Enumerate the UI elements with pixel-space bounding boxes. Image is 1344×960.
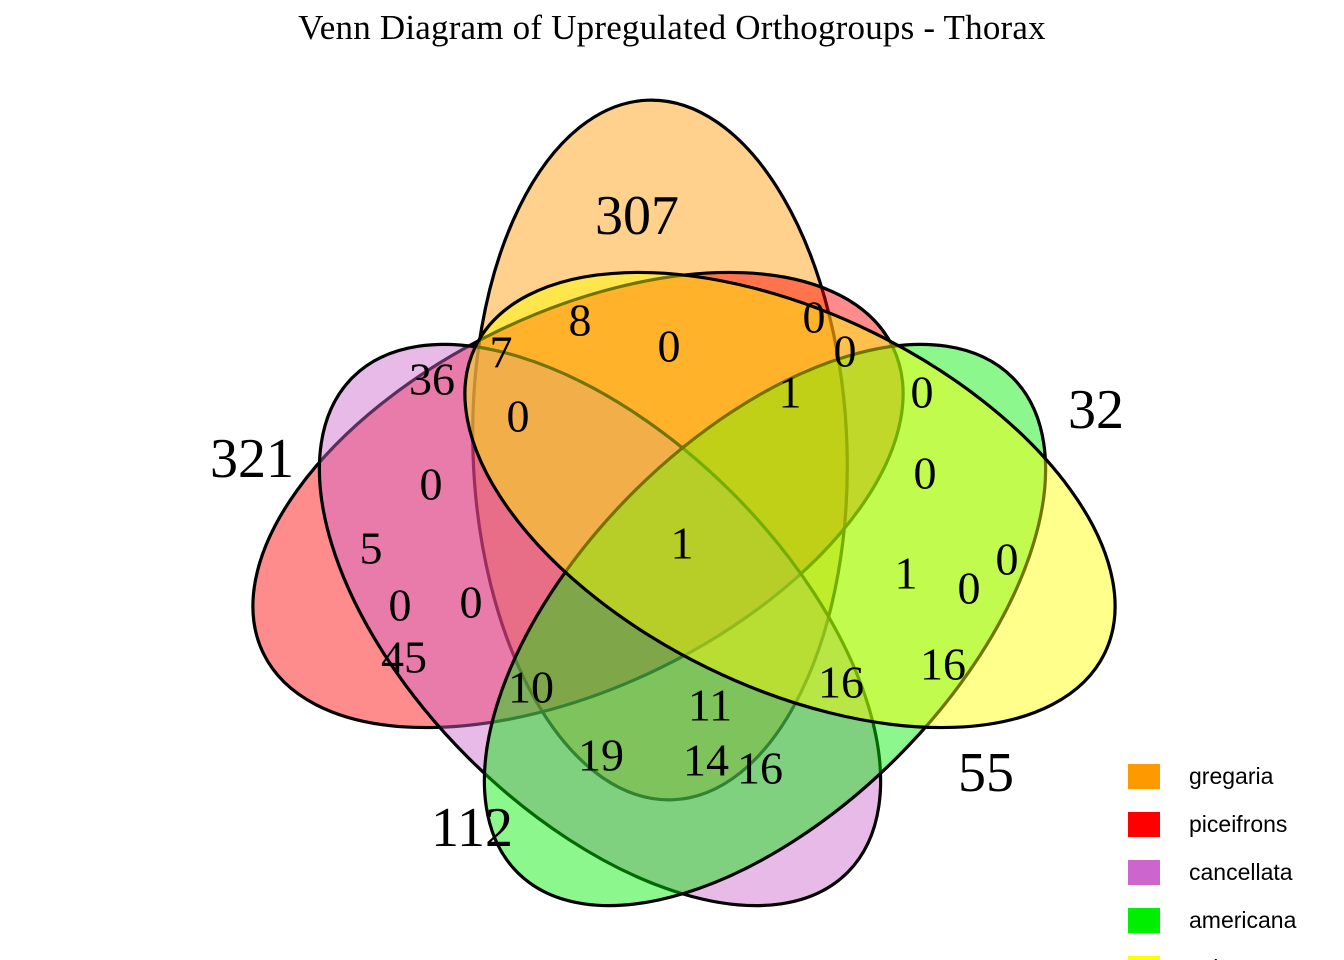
venn-set-shapes [251,98,1117,908]
legend-swatch-gregaria [1128,763,1160,789]
legend-label-cubense: cubense [1189,955,1276,960]
venn-region-count: 7 [490,327,513,378]
venn-region-count: 55 [958,742,1014,804]
venn-region-count: 45 [381,632,427,683]
venn-region-count: 0 [803,292,826,343]
legend-item-gregaria[interactable]: gregaria [1128,752,1344,800]
legend-label-gregaria: gregaria [1189,762,1274,789]
venn-region-count: 14 [683,735,729,786]
venn-region-count: 16 [818,657,864,708]
set-ellipse-cancellata [317,342,883,908]
venn-region-count: 307 [595,185,679,247]
venn-region-count: 8 [569,295,592,346]
legend-label-cancellata: cancellata [1189,858,1293,885]
legend-item-cubense[interactable]: cubense [1128,944,1344,960]
venn-region-count: 0 [958,563,981,614]
venn-region-count: 0 [420,459,443,510]
venn-region-count: 19 [578,730,624,781]
venn-region-count: 0 [389,580,412,631]
set-ellipse-gregaria [471,98,849,802]
venn-region-count: 1 [895,548,918,599]
legend-swatch-piceifrons [1128,811,1160,837]
venn-region-count: 0 [460,577,483,628]
venn-region-count: 321 [210,428,294,490]
venn-region-count: 5 [360,523,383,574]
venn-region-count: 0 [996,534,1019,585]
page-title: Venn Diagram of Upregulated Orthogroups … [298,8,1046,47]
venn-region-count: 0 [911,367,934,418]
legend-swatch-cubense [1128,955,1160,960]
legend-swatch-cancellata [1128,859,1160,885]
venn-region-count: 16 [920,639,966,690]
venn-region-count: 0 [507,391,530,442]
venn-region-count: 0 [834,326,857,377]
venn-region-count: 32 [1068,379,1124,441]
legend: gregaria piceifrons cancellata americana… [1128,752,1344,960]
venn-region-count: 16 [737,743,783,794]
venn-region-count: 1 [779,367,802,418]
set-ellipse-americana [482,342,1048,908]
set-ellipse-cubense [463,270,1117,730]
venn-region-count: 0 [914,448,937,499]
legend-label-americana: americana [1189,906,1297,933]
legend-label-piceifrons: piceifrons [1189,810,1288,837]
legend-item-piceifrons[interactable]: piceifrons [1128,800,1344,848]
legend-item-cancellata[interactable]: cancellata [1128,848,1344,896]
venn-region-count: 11 [688,680,732,731]
venn-region-count: 1 [671,518,694,569]
venn-region-count: 112 [431,797,513,859]
venn-region-count: 10 [508,662,554,713]
legend-swatch-americana [1128,907,1160,933]
venn-region-count: 36 [409,354,455,405]
legend-item-americana[interactable]: americana [1128,896,1344,944]
venn-region-count: 0 [658,321,681,372]
